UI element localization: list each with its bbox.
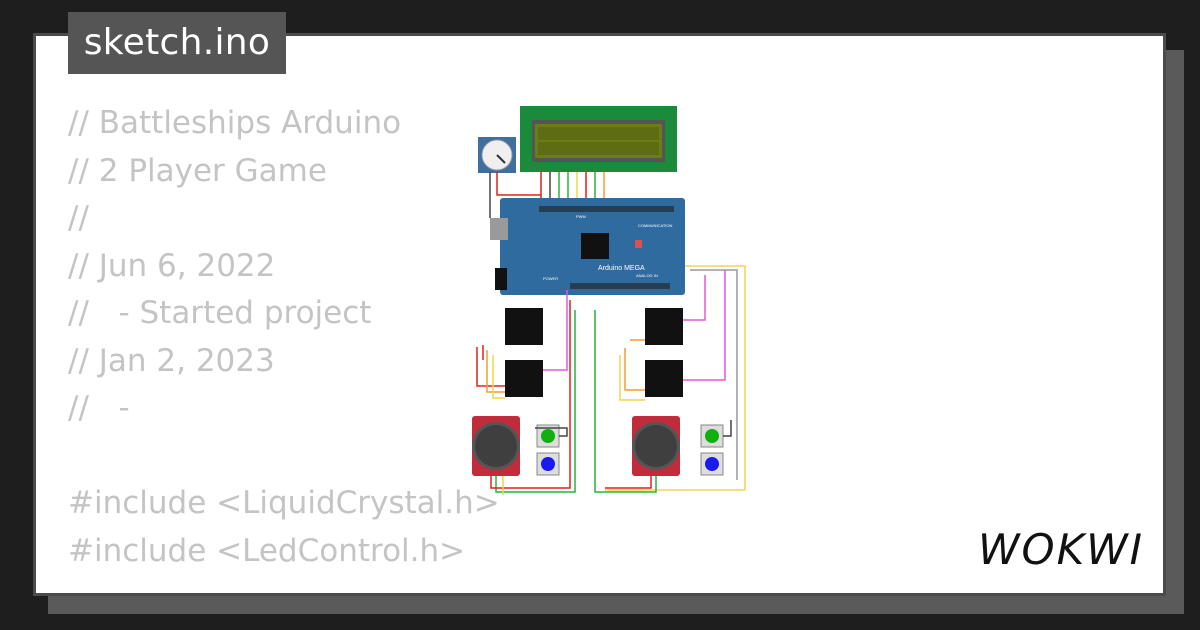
potentiometer <box>478 137 516 173</box>
joystick-right <box>632 416 680 476</box>
led-matrix-group <box>505 308 683 397</box>
joystick-left <box>472 416 520 476</box>
code-line <box>68 433 500 481</box>
code-line: #include <LiquidCrystal.h> <box>68 485 500 521</box>
code-line: // 2 Player Game <box>68 152 327 189</box>
board-pwm-label: PWM <box>576 214 586 219</box>
wokwi-logo[interactable]: WOKWI <box>978 525 1145 574</box>
file-tab[interactable]: sketch.ino <box>68 12 286 74</box>
code-line: // - Started project <box>68 295 372 331</box>
circuit-diagram: Arduino MEGA COMMUNICATION PWM ANALOG IN… <box>472 106 746 495</box>
arduino-mega-board: Arduino MEGA COMMUNICATION PWM ANALOG IN… <box>490 198 685 295</box>
code-line: // Battleships Arduino <box>68 105 402 141</box>
code-line: // Jan 2, 2023 <box>68 342 275 379</box>
button-left-green <box>536 424 560 448</box>
code-line: // Jun 6, 2022 <box>68 247 276 284</box>
button-left-blue <box>536 452 560 476</box>
code-line: // <box>68 200 89 236</box>
lcd-display <box>520 106 677 172</box>
code-preview: // Battleships Arduino // 2 Player Game … <box>68 100 500 575</box>
board-comm-label: COMMUNICATION <box>638 223 672 228</box>
board-label: Arduino MEGA <box>598 265 645 272</box>
board-analog-label: ANALOG IN <box>636 273 658 278</box>
board-power-label: POWER <box>543 276 558 281</box>
button-right-green <box>700 424 724 448</box>
code-line: // - <box>68 390 130 426</box>
button-right-blue <box>700 452 724 476</box>
code-line: #include <LedControl.h> <box>68 532 466 569</box>
